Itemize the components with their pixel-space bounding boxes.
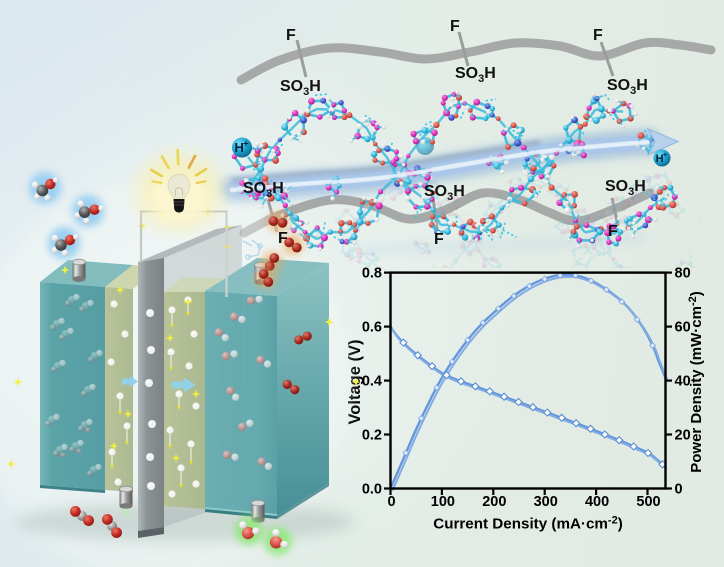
svg-text:SO3H: SO3H	[280, 78, 321, 98]
svg-text:0.8: 0.8	[362, 266, 382, 282]
svg-text:200: 200	[482, 494, 506, 510]
svg-text:H: H	[235, 140, 244, 155]
svg-text:H: H	[656, 153, 664, 165]
svg-text:40: 40	[675, 374, 691, 390]
svg-text:0.2: 0.2	[362, 428, 382, 444]
svg-text:SO3H: SO3H	[243, 180, 284, 200]
svg-text:20: 20	[675, 428, 691, 444]
svg-text:SO3H: SO3H	[455, 65, 496, 85]
svg-text:400: 400	[585, 494, 609, 510]
svg-text:SO3H: SO3H	[424, 183, 465, 203]
svg-text:+: +	[663, 152, 667, 159]
svg-text:F: F	[278, 230, 288, 247]
svg-text:SO3H: SO3H	[605, 178, 646, 198]
svg-text:0.4: 0.4	[362, 374, 382, 390]
svg-text:0: 0	[675, 482, 683, 498]
svg-text:0: 0	[387, 494, 395, 510]
svg-text:F: F	[434, 231, 444, 248]
svg-text:0.6: 0.6	[362, 320, 382, 336]
svg-text:+: +	[243, 138, 248, 148]
svg-text:F: F	[450, 18, 460, 35]
svg-text:0.0: 0.0	[362, 482, 382, 498]
svg-text:100: 100	[431, 494, 455, 510]
svg-text:F: F	[286, 27, 296, 44]
svg-text:F: F	[593, 27, 603, 44]
svg-text:60: 60	[675, 320, 691, 336]
svg-text:300: 300	[534, 494, 558, 510]
svg-text:80: 80	[675, 266, 691, 282]
svg-text:Current Density (mA·cm-2): Current Density (mA·cm-2)	[433, 515, 623, 533]
svg-text:F: F	[608, 223, 618, 240]
svg-text:SO3H: SO3H	[607, 77, 648, 97]
svg-text:500: 500	[636, 494, 660, 510]
svg-text:Power Density (mW·cm-2): Power Density (mW·cm-2)	[687, 291, 705, 472]
